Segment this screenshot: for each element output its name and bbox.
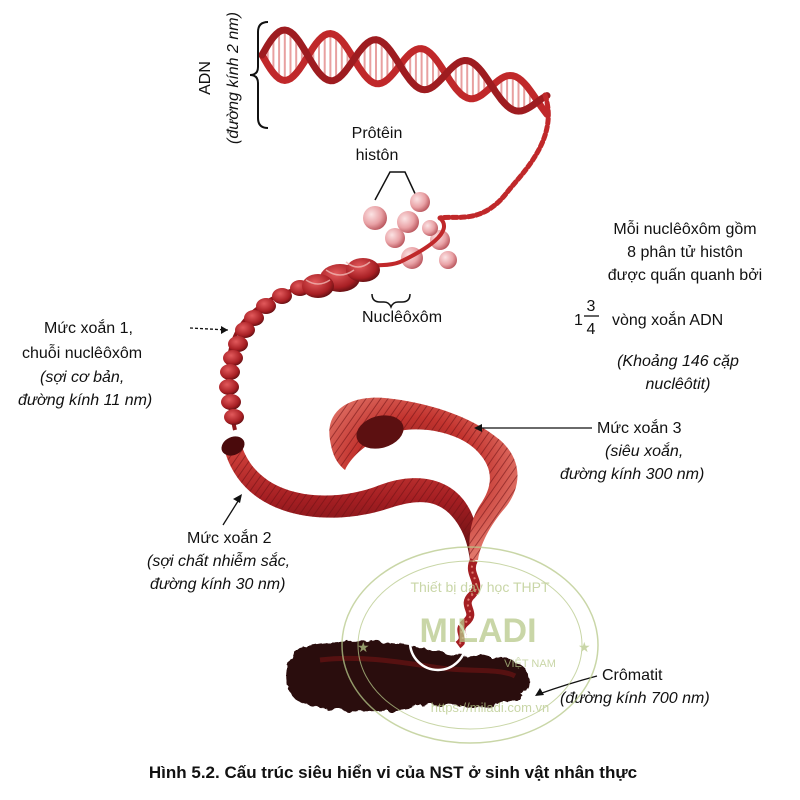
chromatid <box>285 612 529 712</box>
chromatid-pointer <box>538 675 598 695</box>
nucleosome-label: Nuclêôxôm <box>362 309 442 326</box>
histone-ball <box>430 230 450 250</box>
nucleosome-bead <box>220 364 240 380</box>
adn-diameter-label: (đường kính 2 nm) <box>225 12 242 144</box>
level3-label: Mức xoắn 3 (siêu xoắn, đường kính 300 nm… <box>474 418 704 483</box>
chromatid-label: Crômatit (đường kính 700 nm) <box>535 667 710 707</box>
dna-strand-2 <box>258 26 551 115</box>
note-line5: (Khoảng 146 cặp <box>617 353 739 370</box>
watermark-sub: VIỆT NAM <box>504 657 556 670</box>
watermark-url: https://miladi.com.vn <box>431 700 550 715</box>
nucleosome-bead <box>224 409 244 425</box>
nucleosome-bead <box>256 298 276 314</box>
level3-arrowhead <box>474 424 482 432</box>
level1-label: Mức xoắn 1, chuỗi nuclêôxôm (sợi cơ bản,… <box>18 318 229 409</box>
nucleosome-bead <box>219 379 239 395</box>
histone-ball <box>397 211 419 233</box>
nucleosome-bead <box>228 336 248 352</box>
histone-ball <box>385 228 405 248</box>
adn-diameter-group: (đường kính 2 nm) <box>225 12 242 144</box>
note-line6: nuclêôtit) <box>646 376 711 393</box>
note-line2: 8 phân tử histôn <box>627 244 743 261</box>
chromatid-line2: (đường kính 700 nm) <box>560 690 710 707</box>
nucleosome-bead <box>272 288 292 304</box>
nucleosome-chain <box>219 258 380 431</box>
note-fraction-denominator: 4 <box>587 321 596 338</box>
nucleosome-bead <box>223 350 243 366</box>
histone-ball <box>439 251 457 269</box>
fiber-tube-ridges <box>226 440 479 560</box>
watermark-brand: MILADI <box>419 612 536 650</box>
level2-line2: (sợi chất nhiễm sắc, <box>147 551 290 570</box>
protein-label-line1: Prôtêin <box>352 125 403 142</box>
fiber-tube-opening <box>221 436 245 456</box>
histone-ball <box>363 206 387 230</box>
nucleosome-bead <box>235 322 255 338</box>
level1-line1: Mức xoắn 1, <box>44 318 133 337</box>
nucleosome-note: Mỗi nuclêôxôm gồm 8 phân tử histôn được … <box>574 219 762 393</box>
level1-line2: chuỗi nuclêôxôm <box>22 343 142 362</box>
chromatin-fiber-30nm <box>221 436 479 560</box>
chromatid-line1: Crômatit <box>602 667 663 684</box>
supercoil-300nm <box>329 397 518 649</box>
dna-linker-strand <box>437 92 551 221</box>
level1-line4: đường kính 11 nm) <box>18 392 152 409</box>
level2-line1: Mức xoắn 2 <box>187 528 272 547</box>
adn-label-group: ADN <box>197 61 214 95</box>
level3-line2: (siêu xoắn, <box>605 441 683 460</box>
level2-label: Mức xoắn 2 (sợi chất nhiễm sắc, đường kí… <box>147 494 290 593</box>
chromatid-arrowhead <box>535 688 544 696</box>
figure-caption: Hình 5.2. Cấu trúc siêu hiển vi của NST … <box>149 763 637 782</box>
level1-arrowhead <box>221 326 228 334</box>
note-line3: được quấn quanh bởi <box>608 267 762 284</box>
watermark-star-left-icon: ★ <box>357 639 370 655</box>
adn-label: ADN <box>197 61 214 95</box>
protein-label-line2: histôn <box>356 147 399 164</box>
level3-line3: đường kính 300 nm) <box>560 466 704 483</box>
level2-pointer <box>222 497 241 526</box>
note-line1: Mỗi nuclêôxôm gồm <box>613 219 756 238</box>
note-line4: vòng xoắn ADN <box>612 310 723 329</box>
watermark-star-right-icon: ★ <box>578 639 591 655</box>
histone-ball <box>422 220 438 236</box>
level2-arrowhead <box>233 494 242 503</box>
chromatid-magnifier <box>408 612 468 672</box>
note-fraction-numerator: 3 <box>587 298 596 315</box>
supercoil-center <box>356 415 404 449</box>
level1-line3: (sợi cơ bản, <box>40 369 124 386</box>
nucleosome-bead <box>244 310 264 326</box>
nucleosome-bead <box>221 394 241 410</box>
note-fraction-whole: 1 <box>574 312 583 329</box>
protein-pointer-bracket <box>374 171 419 201</box>
level3-line1: Mức xoắn 3 <box>597 418 682 437</box>
watermark-top-text: Thiết bị dạy học THPT <box>410 579 549 595</box>
histone-ball <box>410 192 430 212</box>
nucleosome-closeup <box>302 258 380 298</box>
watermark: Thiết bị dạy học THPT MILADI VIỆT NAM ht… <box>341 546 599 744</box>
dna-double-helix <box>258 26 551 221</box>
nucleosome-brace <box>371 293 411 310</box>
level2-line3: đường kính 30 nm) <box>150 576 285 593</box>
adn-brace <box>249 21 269 129</box>
